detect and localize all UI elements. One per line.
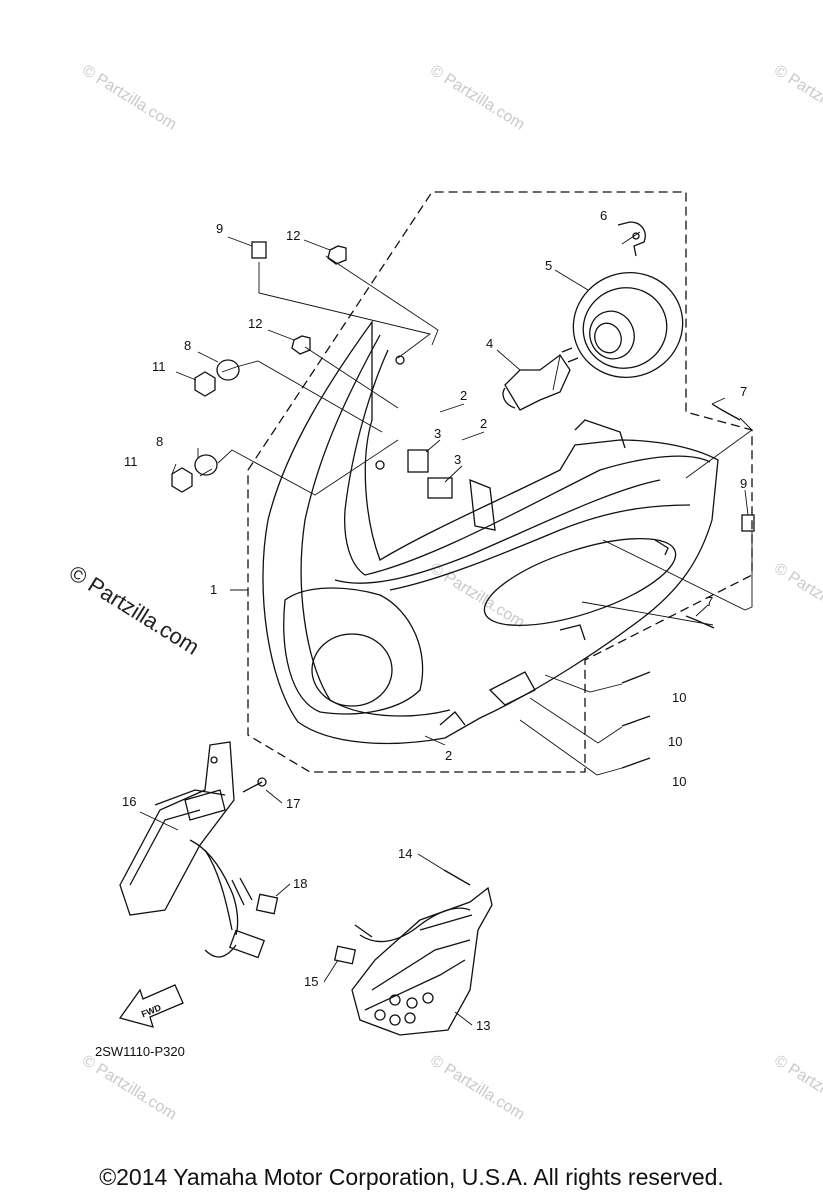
leader-lines xyxy=(171,231,753,776)
callout-7: 7 xyxy=(740,384,747,399)
copyright-footer: ©2014 Yamaha Motor Corporation, U.S.A. A… xyxy=(99,1164,724,1190)
callout-11: 11 xyxy=(152,359,166,374)
headlight-bulb xyxy=(502,347,579,411)
callout-2: 2 xyxy=(480,416,487,431)
callout-18: 18 xyxy=(293,876,307,891)
callout-10: 10 xyxy=(672,774,686,789)
clamp xyxy=(617,221,646,257)
collar xyxy=(216,359,240,381)
clip xyxy=(251,241,267,259)
screw xyxy=(621,715,651,727)
nut xyxy=(171,467,193,493)
callout-14: 14 xyxy=(398,846,412,861)
callout-7: 7 xyxy=(706,594,713,609)
headlight-housing xyxy=(262,319,719,745)
grommet xyxy=(291,335,311,355)
wire-clip xyxy=(255,893,279,915)
wire-clip xyxy=(333,945,357,965)
callout-11: 11 xyxy=(124,454,138,469)
screw xyxy=(685,615,715,629)
clamp-hole xyxy=(632,232,640,240)
callout-12: 12 xyxy=(248,316,262,331)
label-sticker xyxy=(427,477,453,499)
callout-4: 4 xyxy=(486,336,493,351)
callout-2: 2 xyxy=(445,748,452,763)
callout-2: 2 xyxy=(460,388,467,403)
callout-8: 8 xyxy=(184,338,191,353)
callout-8: 8 xyxy=(156,434,163,449)
left-turn-signal xyxy=(119,741,267,959)
callout-9: 9 xyxy=(740,476,747,491)
right-turn-signal xyxy=(351,869,493,1036)
diagram-code: 2SW1110-P320 xyxy=(95,1044,185,1059)
callout-17: 17 xyxy=(286,796,300,811)
grommet xyxy=(327,245,347,265)
callout-10: 10 xyxy=(668,734,682,749)
screw xyxy=(621,671,651,684)
callout-15: 15 xyxy=(304,974,318,989)
callout-5: 5 xyxy=(545,258,552,273)
callout-16: 16 xyxy=(122,794,136,809)
callout-3: 3 xyxy=(454,452,461,467)
callout-9: 9 xyxy=(216,221,223,236)
bulb-cover xyxy=(572,271,684,379)
callout-12: 12 xyxy=(286,228,300,243)
collar xyxy=(194,454,218,476)
callout-3: 3 xyxy=(434,426,441,441)
callout-leaders xyxy=(139,789,473,1026)
screw xyxy=(711,403,741,421)
callout-6: 6 xyxy=(600,208,607,223)
forward-arrow: FWD xyxy=(118,984,184,1028)
callout-13: 13 xyxy=(476,1018,490,1033)
label-sticker xyxy=(407,449,429,473)
screw xyxy=(621,757,651,769)
callout-10: 10 xyxy=(672,690,686,705)
nut xyxy=(194,371,216,397)
callout-1: 1 xyxy=(210,582,217,597)
